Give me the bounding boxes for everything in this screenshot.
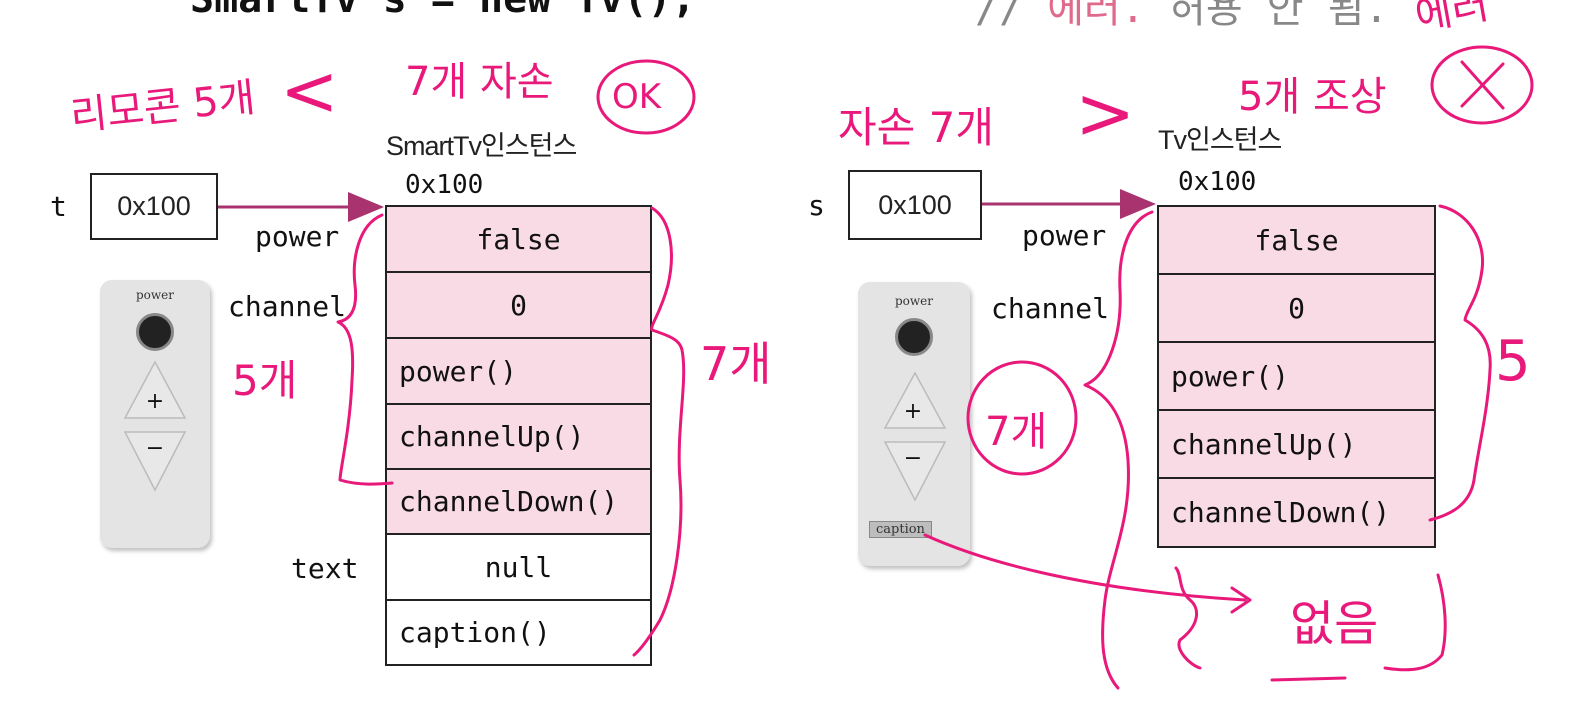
cell-power-method: power() [387, 339, 650, 405]
missing-underline [1270, 676, 1347, 682]
smarttv-address: 0x100 [405, 170, 484, 200]
right-remote-count-circle [966, 360, 1078, 476]
x-mark [1460, 60, 1505, 110]
missing-bracket-left [1174, 566, 1202, 670]
code-line: SmartTv s = new Tv(); [190, 0, 696, 22]
member-label-channel: channel [228, 290, 347, 323]
tv-cell-power-method: power() [1159, 343, 1434, 411]
tv-cell-power-value: false [1159, 207, 1434, 275]
caption-arrow-head [1230, 586, 1252, 614]
annot-right-remote-count: 7개 [985, 409, 1047, 455]
ref-var-s: s [808, 189, 825, 222]
annot-left-brace-count: 7개 [700, 337, 772, 391]
tv-cell-channel-value: 0 [1159, 275, 1434, 343]
caption-button: caption [869, 521, 932, 538]
annot-missing: 없음 [1290, 596, 1378, 652]
tv-address: 0x100 [1178, 167, 1257, 197]
x-circle [1430, 45, 1534, 125]
annot-ok: OK [612, 77, 663, 117]
annot-left-remote-count: 5개 [232, 356, 297, 405]
tv-remote-power-label: power [894, 294, 933, 308]
comment-rest: 허용 안 됨. [1144, 0, 1389, 32]
ref-var-t: t [50, 190, 67, 223]
ok-circle [596, 59, 696, 135]
annot-right-usage: 5개 조상 [1238, 74, 1387, 120]
tv-minus-label: − [904, 446, 922, 471]
member-label-text: text [291, 552, 359, 585]
annot-error-top: 에러 [1412, 0, 1492, 40]
smarttv-instance-title: SmartTv인스턴스 [386, 131, 577, 161]
tv-plus-label: + [904, 399, 922, 424]
tv-minus-triangle-icon: − [883, 441, 947, 502]
cell-caption-method: caption() [399, 616, 551, 649]
annot-right-members: 자손 7개 [838, 103, 994, 152]
right-inner-brace [1083, 210, 1154, 690]
smarttv-memory-block: false 0 power() channelUp() channelDown(… [385, 205, 652, 666]
cell-channel-value: 0 [387, 273, 650, 339]
cell-channeldown-method: channelDown() [387, 470, 650, 535]
code-comment: // 에러. 허용 안 됨. [975, 0, 1388, 34]
cell-channelup-method: channelUp() [387, 405, 650, 470]
comment-prefix: // [975, 0, 1048, 32]
ref-box-t: 0x100 [90, 173, 218, 240]
remote-power-label: power [135, 288, 174, 302]
cell-power-value: false [387, 207, 650, 273]
missing-bracket-right [1383, 573, 1447, 672]
annot-less-than: < [280, 50, 339, 132]
tv-instance-title: Tv인스턴스 [1158, 125, 1282, 155]
tv-memory-block: false 0 power() channelUp() channelDown(… [1157, 205, 1436, 548]
tv-member-label-channel: channel [991, 292, 1110, 325]
member-label-power: power [255, 220, 340, 253]
cell-text-value: null [387, 535, 650, 601]
plus-label: + [146, 389, 164, 414]
ref-box-s: 0x100 [848, 170, 982, 240]
minus-triangle-icon: − [123, 431, 187, 492]
annot-right-brace-count: 5 [1495, 329, 1531, 394]
left-outer-brace [632, 206, 686, 657]
tv-power-icon [895, 318, 933, 356]
right-outer-brace [1428, 204, 1492, 522]
plus-triangle-icon: + [123, 360, 187, 419]
minus-label: − [146, 436, 164, 461]
annot-left-members: 7개 자손 [405, 59, 554, 105]
annot-greater-than: > [1075, 71, 1135, 155]
power-icon [136, 313, 174, 351]
annot-left-usage: 리모콘 5개 [68, 75, 257, 140]
tv-member-label-power: power [1022, 219, 1107, 252]
left-inner-brace [336, 213, 394, 486]
tv-remote: power caption [858, 282, 970, 566]
tv-plus-triangle-icon: + [883, 371, 947, 429]
tv-cell-channelup-method: channelUp() [1159, 411, 1434, 479]
tv-cell-channeldown-method: channelDown() [1159, 479, 1434, 546]
caption-arrow [923, 533, 1247, 602]
comment-error: 에러. [1047, 0, 1145, 32]
